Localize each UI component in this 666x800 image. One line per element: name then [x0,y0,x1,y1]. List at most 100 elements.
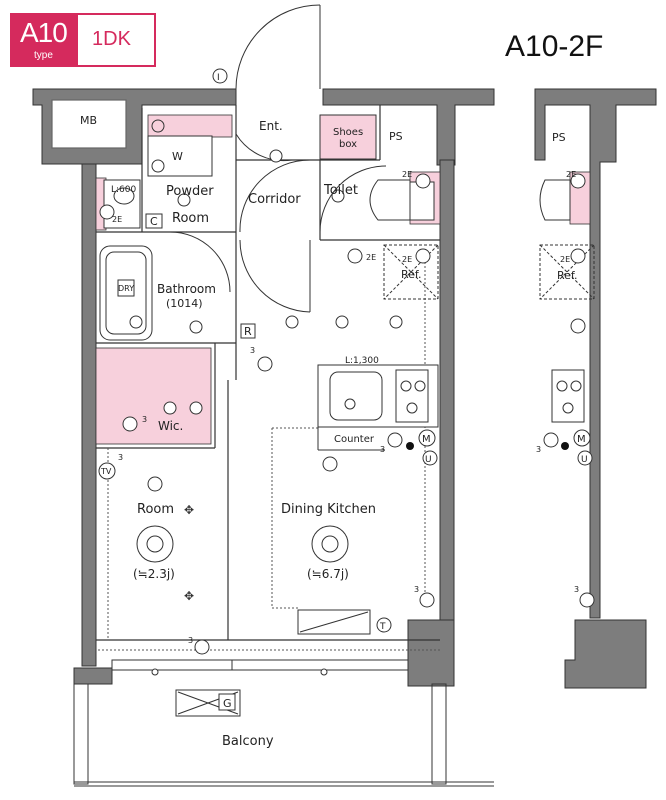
shoes-box [319,114,377,160]
label-bathroom: Bathroom [157,282,216,296]
ceiling-light-bath [189,320,203,334]
fixtures [99,114,595,717]
electrical-symbols [98,68,595,711]
label-powder-room: Room [172,211,209,226]
outlet-wic [122,416,138,432]
ceiling-light-corridor [285,315,299,329]
label-ps: PS [389,130,403,143]
label-washer: W [172,150,183,163]
interior-lines [51,99,440,641]
label-box: box [339,139,357,150]
label-corridor: Corridor [248,192,301,207]
label-mb: MB [80,114,97,127]
symbol-g: G [223,697,232,710]
u-outlet-2nd [577,450,593,466]
symbol-2e-powder: 2E [112,215,122,224]
bath-door-arc [239,239,311,313]
entrance-door-arc [235,4,321,90]
ceiling-light-powder [177,193,191,207]
wall-left [81,163,97,667]
label-fridge: Ref. [401,268,422,281]
gas-dot-2nd [561,442,569,450]
symbol-3-corridor: 3 [250,346,255,355]
powder-door-arc [169,231,231,293]
mb-box [51,99,127,149]
symbol-2e-toilet: 2E [402,170,412,179]
toilet-door-arc [319,165,387,233]
cross-symbol-2: ✥ [184,589,194,603]
symbol-2e-dk: 2E [366,253,376,262]
outlet-2nd-toilet [570,173,586,189]
label-dk-area: (≒6.7j) [307,567,349,581]
outlet-2nd-bottom [579,592,595,608]
wic-fill [95,347,212,445]
label-powder: Powder [166,184,214,199]
ceiling-light-ent [269,149,283,163]
ent-door-arc-2 [235,133,293,162]
ceiling-light-toilet [331,189,345,203]
balcony-light-1 [151,668,159,676]
label-room: Room [137,502,174,517]
gas-dot [406,442,414,450]
label-counter-len: L:600 [111,185,136,195]
label-toilet: Toilet [323,183,358,198]
label-closet-c: C [150,215,158,228]
outlet-2nd-counter [543,432,559,448]
second-unit-cooktop [551,369,585,423]
dk-light-small [322,456,338,472]
shoes-box-fill [319,114,377,160]
toilet-bowl [369,179,411,221]
second-unit-fridge [539,244,595,300]
tv-outlet [98,462,116,480]
balcony-light-2 [320,668,328,676]
label-ps-2nd: PS [552,131,566,144]
cooktop [395,369,429,423]
type-code: A10 [20,17,68,48]
outlet-fridge [415,248,431,264]
m-outlet-2nd [573,429,591,447]
outlet-powder [99,204,115,220]
label-dry: DRY [118,284,134,293]
r-box [240,323,256,339]
label-range-len: L:1,300 [345,356,379,366]
label-wic: Wic. [158,419,183,433]
label-balcony: Balcony [222,734,274,749]
corridor-door-arc [239,159,311,233]
dotted-lines [98,250,440,651]
wall-top-right [322,88,495,166]
symbol-3-2nd-counter: 3 [536,445,541,454]
label-fridge-2nd: Ref. [557,269,578,282]
symbol-u: U [425,455,432,465]
label-counter: Counter [334,434,375,445]
symbol-tv: TV [100,467,112,476]
symbol-m: M [422,434,431,445]
ceiling-light-dk [389,315,403,329]
ceiling-light-dk-center [335,315,349,329]
ceiling-i-circle [212,68,228,84]
fridge [383,244,439,300]
room-labels: MB PS Ent. Shoes box Powder Room Corrido… [80,114,578,749]
window-dk [231,659,409,671]
outlet-room-bottom [194,639,210,655]
balcony-rail [73,683,89,785]
outlet-counter [387,432,403,448]
windows [73,659,494,787]
balcony-rail-right [431,683,447,785]
unit-name: A10-2F [505,30,604,63]
washer-tray [147,135,213,177]
room-light-small [147,476,163,492]
washer-fill [147,114,233,138]
label-dining-kitchen: Dining Kitchen [281,502,376,517]
outlet-toilet [415,173,431,189]
wall-second-unit [534,88,657,619]
pink-areas [95,114,591,445]
symbol-3-2nd-bottom: 3 [574,585,579,594]
outlet-dk-right [419,592,435,608]
symbol-labels: I 2E 2E 2E 2E 3 3 3 3 3 3 R TV M U T G 2… [100,73,588,710]
label-bathroom-size: (1014) [166,297,203,310]
symbol-2e-fridge: 2E [402,255,412,264]
doors [169,4,387,313]
outlet-2nd-fridge [570,248,586,264]
symbol-3-dk: 3 [414,585,419,594]
